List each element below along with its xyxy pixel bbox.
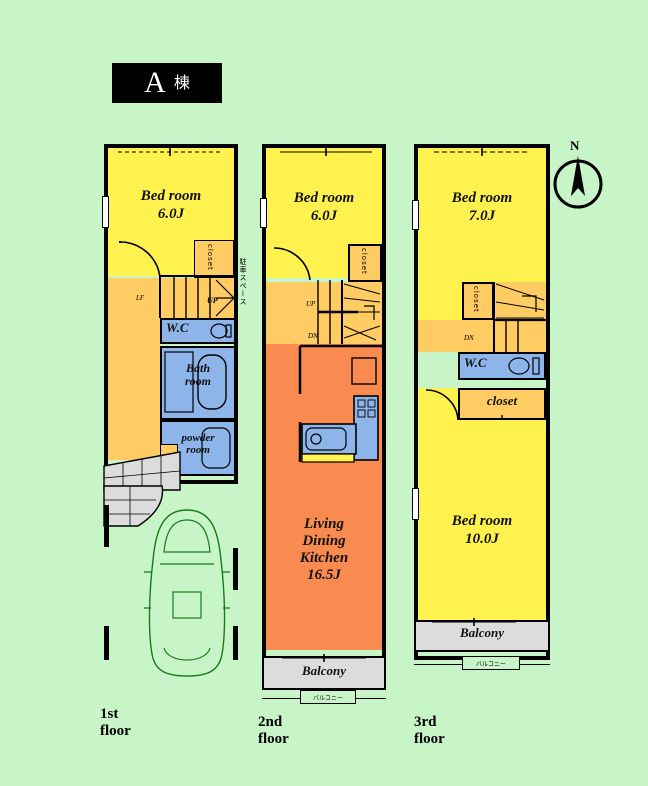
second-floor-top-dimension — [280, 148, 372, 156]
third-floor-bedroom-north-label: Bed room — [451, 190, 513, 206]
third-floor-stairs-icon — [493, 282, 546, 352]
first-floor-bedroom-label: Bed room — [140, 188, 202, 204]
first-floor-side-note: 駐車スペース — [239, 258, 247, 306]
third-floor-bedroom-north-ext — [418, 282, 462, 320]
second-floor-bedroom-label: Bed room — [293, 190, 355, 206]
first-floor-stairs-icon — [159, 275, 237, 323]
first-floor-hall-lower — [108, 318, 160, 460]
parking-mark-sw — [104, 626, 109, 660]
third-floor-stairs-down-label: DN — [464, 334, 474, 342]
third-floor-wc-label: W.C — [464, 355, 487, 370]
north-arrow-icon — [553, 156, 603, 209]
third-floor-top-dimension — [434, 148, 530, 156]
third-floor-bedroom-north-area: 7.0J — [468, 208, 496, 224]
first-floor-wc — [160, 318, 236, 344]
first-floor-hallway — [108, 278, 234, 318]
first-floor-hall-mark: LF — [136, 294, 145, 302]
third-floor-toilet-icon — [508, 357, 540, 375]
second-floor-bedroom-door-icon — [273, 247, 311, 281]
parking-mark-ne — [233, 548, 238, 590]
parking-mark-se — [233, 626, 238, 660]
second-floor-ldk-area: 16.5J — [307, 567, 341, 583]
second-floor-balcony-dimension — [282, 654, 366, 662]
first-floor-entrance-porch — [103, 485, 164, 527]
first-floor-bathtub-icon — [164, 351, 227, 413]
floor-label-2nd: 2nd floor — [258, 714, 289, 747]
third-floor-balcony-label: Balcony — [459, 625, 505, 640]
third-floor-bedroom-south-label: Bed room — [451, 513, 513, 529]
compass-rose: N — [552, 138, 604, 212]
second-floor-bedroom-area: 6.0J — [310, 208, 338, 224]
compass-north-label: N — [570, 138, 580, 153]
second-floor-closet — [348, 244, 382, 282]
third-floor-bottom-note: バルコニー — [462, 656, 520, 670]
third-floor-bedroom-south-area: 10.0J — [465, 531, 499, 547]
second-floor-balcony-label: Balcony — [301, 663, 347, 678]
first-floor-window-west — [102, 196, 109, 228]
plan-title-badge: A 棟 — [112, 63, 222, 103]
third-floor-wc — [458, 352, 546, 380]
first-floor-top-dimension — [118, 148, 222, 156]
second-floor-stairs-up-label: UP — [306, 300, 316, 308]
third-floor-bedroom-north-fill — [418, 148, 546, 282]
second-floor-stairs-icon — [317, 280, 381, 344]
third-floor-bedroom-south-fill — [418, 420, 546, 620]
third-floor-window-west-south — [412, 488, 419, 520]
second-floor-kitchen-fixtures — [298, 344, 382, 463]
plan-title-letter: A — [144, 66, 166, 99]
first-floor-toilet-icon — [210, 323, 232, 339]
first-floor-stairs-up-label: UP — [207, 296, 218, 305]
parking-car-icon — [144, 509, 230, 677]
third-floor-window-west — [412, 200, 419, 230]
first-floor-closet — [194, 240, 234, 278]
third-floor-closet-upper-label-2: closet — [472, 286, 480, 313]
second-floor-ldk-label: Living Dining Kitchen — [299, 516, 349, 566]
first-floor-powder-room-label: powder room — [181, 432, 215, 457]
third-floor-balcony — [414, 620, 550, 652]
parking-mark-nw — [104, 505, 109, 547]
plan-title-suffix: 棟 — [173, 73, 190, 92]
second-floor-window-west — [260, 198, 267, 228]
third-floor-balcony-dimension — [432, 618, 516, 626]
third-floor-closet-lower-label: closet — [486, 393, 518, 408]
floor-label-3rd: 3rd floor — [414, 714, 445, 747]
second-floor-closet-label: closet — [360, 248, 368, 275]
floor-label-1st: 1st floor — [100, 706, 131, 739]
second-floor-ldk-fill — [266, 344, 382, 650]
second-floor-bottom-note: バルコニー — [300, 690, 356, 704]
first-floor-wc-label: W.C — [166, 320, 189, 335]
first-floor-closet-label: closet — [206, 244, 214, 271]
second-floor-stairs-down-label: DN — [308, 332, 318, 340]
first-floor-bedroom-door-icon — [119, 241, 161, 279]
first-floor-vanity-icon — [201, 427, 231, 469]
first-floor-entrance-tiles — [103, 451, 181, 491]
first-floor-bedroom-area: 6.0J — [157, 206, 185, 222]
third-floor-bedroom-south-door-icon — [425, 389, 459, 421]
